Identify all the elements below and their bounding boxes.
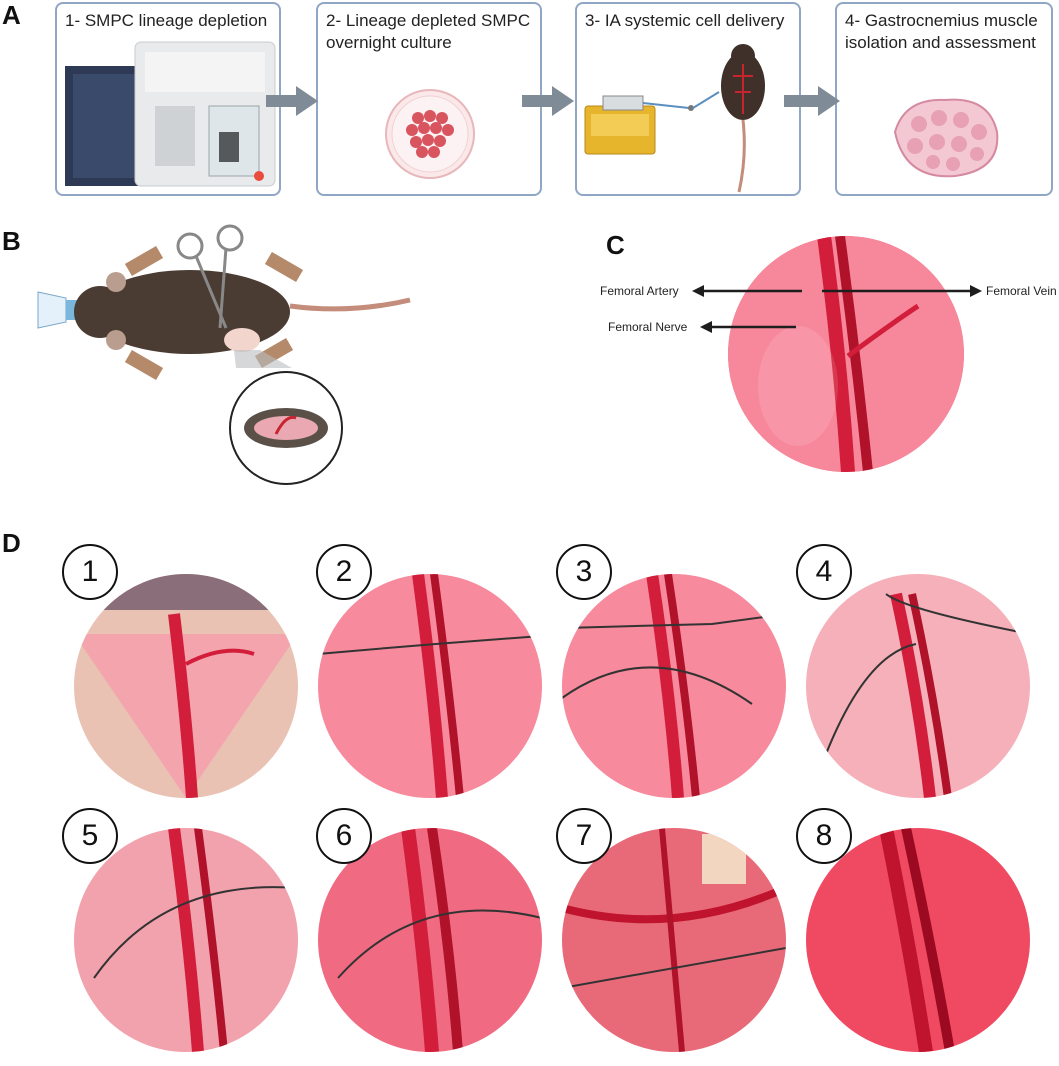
femoral-vein-label: Femoral Vein [986, 284, 1057, 298]
arrow-femoral-nerve [700, 321, 796, 333]
step-2-microscope-view [318, 574, 542, 798]
flow-cytometer-illustration [65, 41, 276, 187]
step-8-microscope-view [806, 828, 1030, 1052]
mouse-surgery-illustration [37, 224, 411, 485]
step-1-label: 1- SMPC lineage depletion [65, 11, 268, 30]
arrow-femoral-artery [692, 285, 802, 297]
step-5-microscope-view [74, 828, 298, 1052]
femoral-artery-label: Femoral Artery [600, 284, 679, 298]
step-3-box: 3- IA systemic cell delivery [575, 2, 801, 196]
step-3-label: 3- IA systemic cell delivery [585, 11, 785, 30]
panel-b-letter: B [2, 226, 21, 256]
culture-dish-illustration [385, 89, 475, 179]
flow-arrow-2-3 [522, 86, 574, 116]
step-1-box: 1- SMPC lineage depletion [55, 2, 281, 196]
panel-a-letter: A [2, 0, 21, 30]
femoral-vessels-microscope-view [728, 236, 964, 472]
syringe-pump-mouse-illustration [584, 44, 765, 193]
panel-d-letter: D [2, 528, 21, 558]
step-number-2: 2 [316, 544, 372, 600]
arrow-femoral-vein [822, 285, 982, 297]
step-number-8: 8 [796, 808, 852, 864]
flow-arrow-3-4 [784, 86, 840, 116]
muscle-section-illustration [893, 98, 999, 178]
step-number-3: 3 [556, 544, 612, 600]
step-7-microscope-view [562, 828, 786, 1052]
flow-arrow-1-2 [266, 86, 318, 116]
step-number-6: 6 [316, 808, 372, 864]
panel-c-letter: C [606, 230, 625, 260]
step-4-label: 4- Gastrocnemius muscle isolation and as… [845, 11, 1038, 52]
step-1-microscope-view [74, 574, 298, 798]
step-number-5: 5 [62, 808, 118, 864]
step-2-box: 2- Lineage depleted SMPC overnight cultu… [316, 2, 542, 196]
step-3-microscope-view [562, 574, 786, 798]
step-4-microscope-view [806, 574, 1030, 798]
step-number-1: 1 [62, 544, 118, 600]
step-2-label: 2- Lineage depleted SMPC overnight cultu… [326, 11, 531, 52]
step-number-4: 4 [796, 544, 852, 600]
step-6-microscope-view [318, 828, 542, 1052]
step-number-7: 7 [556, 808, 612, 864]
femoral-nerve-label: Femoral Nerve [608, 320, 688, 334]
step-4-box: 4- Gastrocnemius muscle isolation and as… [835, 2, 1053, 196]
